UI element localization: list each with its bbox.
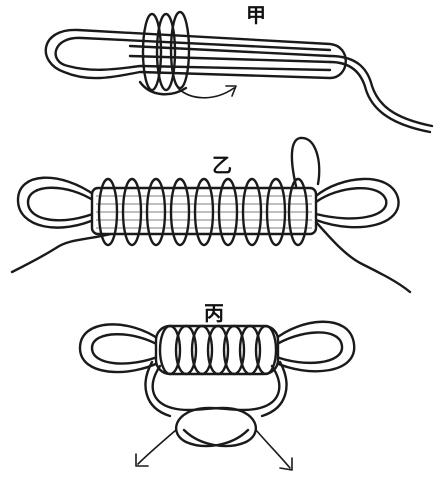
figure-3-label: 丙 [204,301,224,325]
figure-3-arrows [136,430,292,470]
figure-1-label: 甲 [246,3,266,27]
figure-3-finished-knot [80,322,354,446]
figure-2-coiled-rope [12,138,410,292]
figure-2-label: 乙 [212,153,232,177]
figure-1-rope-with-loops [46,12,432,132]
